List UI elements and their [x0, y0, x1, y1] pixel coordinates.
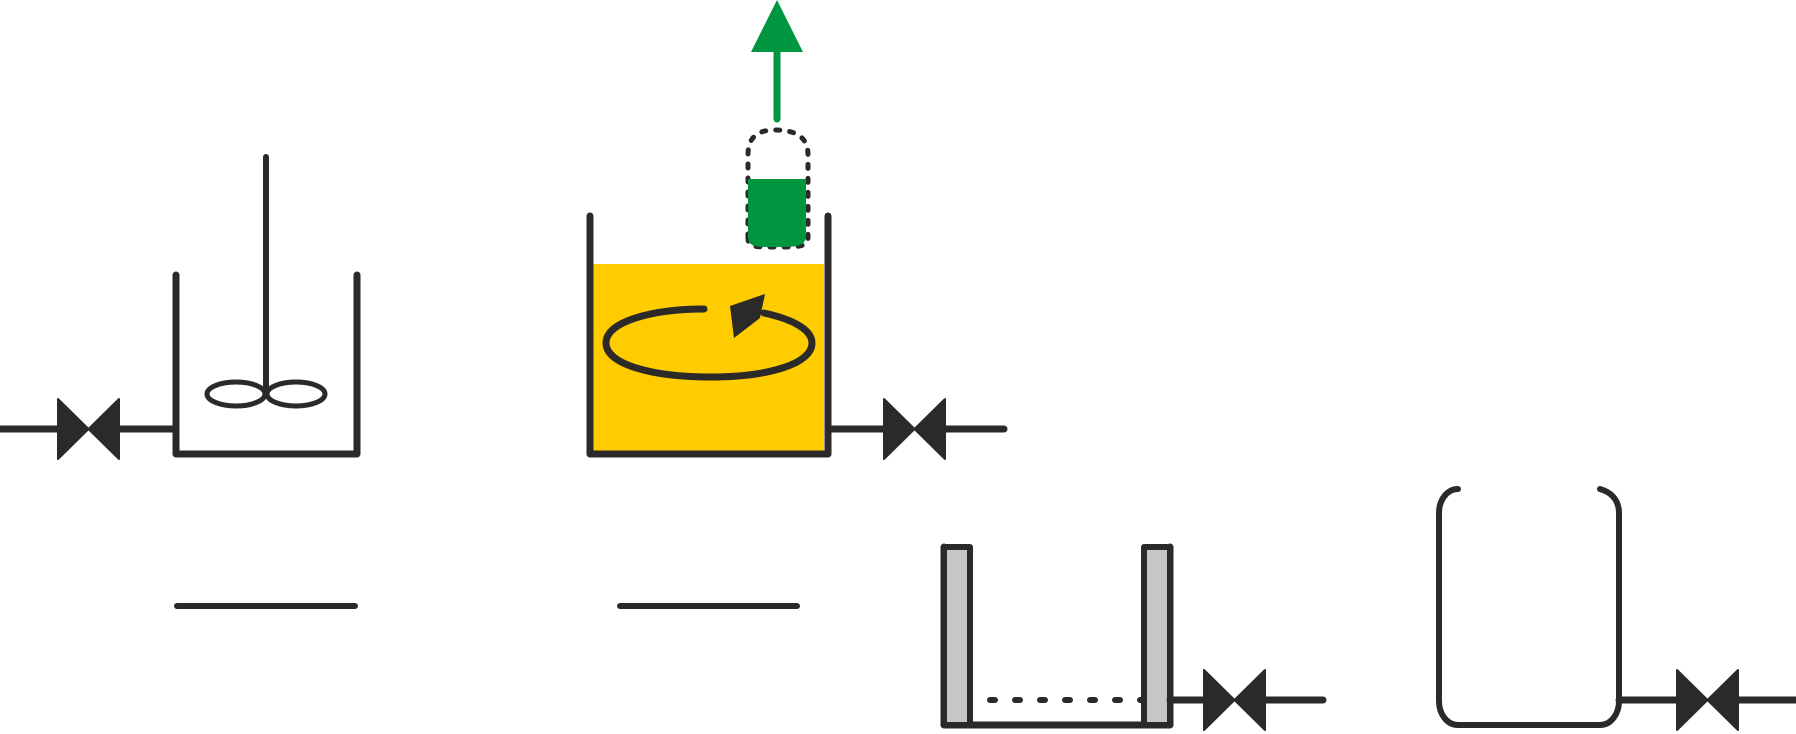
up-arrow-icon: [751, 0, 803, 123]
rotation-arrowhead: [730, 294, 765, 338]
valve-icon[interactable]: [1676, 669, 1739, 731]
rotation-arrow-icon: [602, 294, 816, 381]
tank-wall: [586, 212, 832, 458]
tank-wall: [940, 543, 1174, 729]
electrode-tank: [940, 543, 1327, 731]
gas-bubble: [748, 179, 806, 247]
rounded-tank: [1436, 486, 1796, 731]
tank-wall: [1436, 486, 1622, 728]
liquid-fill: [593, 264, 824, 454]
valve-icon[interactable]: [57, 398, 120, 460]
valve-icon[interactable]: [1203, 669, 1266, 731]
stirrer-icon: [204, 154, 328, 409]
electrode-right: [1141, 544, 1173, 728]
electrode-left: [941, 544, 973, 728]
liquid-tank: [586, 0, 1008, 460]
bubble-icon: [745, 127, 811, 250]
stirred-tank: [0, 154, 361, 460]
valve-icon[interactable]: [883, 398, 946, 460]
tank-wall: [172, 271, 361, 458]
